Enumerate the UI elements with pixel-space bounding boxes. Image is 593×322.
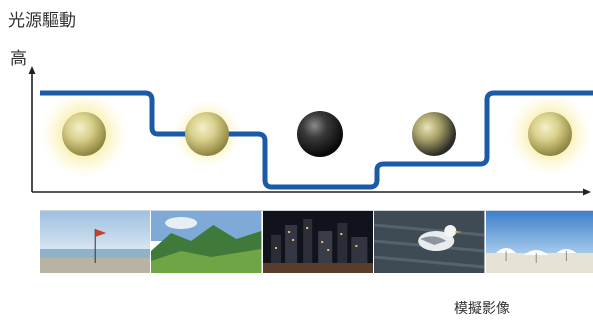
thumbnail-night-city	[262, 211, 375, 273]
lit-orb-icon	[62, 112, 106, 156]
diagram-title: 光源驅動	[8, 11, 76, 31]
lit-orb-icon	[185, 112, 229, 156]
thumbnail-beach-umbrellas	[485, 211, 593, 273]
y-axis-arrow	[28, 66, 36, 74]
y-axis-label: 高	[10, 49, 27, 69]
thumbnail-green-mountains	[151, 211, 263, 273]
thumbnail-beach-flag	[40, 211, 152, 273]
x-axis-arrow	[583, 188, 591, 196]
lit-orb-icon	[528, 112, 572, 156]
half-lit-orb-icon	[412, 112, 456, 156]
thumbnail-seagull	[374, 211, 486, 273]
simulated-image-strip	[40, 210, 593, 273]
x-axis-label: 模擬影像	[454, 301, 510, 317]
brightness-line	[40, 90, 593, 190]
dark-orb-icon	[297, 111, 343, 157]
